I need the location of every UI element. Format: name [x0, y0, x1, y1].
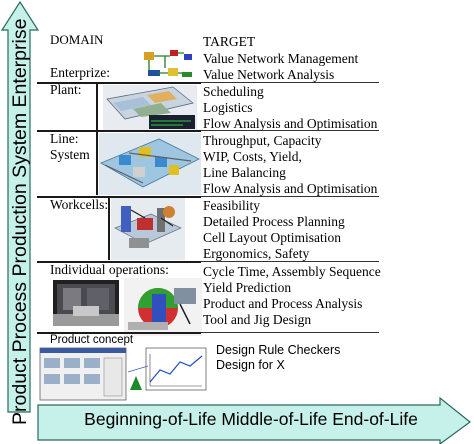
workcell-image — [111, 198, 185, 260]
vertical-divider — [108, 196, 110, 260]
separator-line — [201, 261, 379, 262]
level-line-domain-2: System — [50, 147, 90, 162]
separator-line — [37, 332, 201, 334]
level-operations-domain: Individual operations: — [50, 262, 169, 277]
enterprise-network-image — [144, 50, 192, 77]
product-concept-image — [39, 347, 207, 401]
separator-line — [201, 332, 379, 333]
level-operations-target-1: Cycle Time, Assembly Sequence — [203, 264, 381, 279]
level-workcells-target-1: Feasibility — [203, 198, 260, 213]
level-plant-domain: Plant: — [50, 82, 82, 97]
level-workcells-target-4: Ergonomics, Safety — [203, 246, 310, 261]
level-workcells-domain: Workcells: — [50, 197, 109, 212]
level-plant-target-2: Logistics — [203, 100, 253, 115]
level-line-target-2: WIP, Costs, Yield, — [203, 149, 302, 164]
level-workcells-target-2: Detailed Process Planning — [203, 214, 345, 229]
level-operations-target-4: Tool and Jig Design — [203, 312, 312, 327]
level-line-target-3: Line Balancing — [203, 165, 286, 180]
separator-line — [201, 130, 379, 131]
separator-line — [37, 82, 201, 84]
vertical-axis-arrow — [0, 0, 40, 413]
level-operations-target-2: Yield Prediction — [203, 280, 292, 295]
horizontal-axis-label: Beginning-of-Life Middle-of-Life End-of-… — [84, 409, 418, 429]
level-line-target-1: Throughput, Capacity — [203, 133, 322, 148]
level-enterprize-target-2: Value Network Analysis — [203, 67, 335, 82]
level-plant-target-1: Scheduling — [203, 84, 264, 99]
vertical-divider — [96, 82, 98, 130]
operation-cell-image — [53, 280, 119, 326]
separator-line — [37, 196, 201, 198]
level-enterprize-domain: Enterprize: — [50, 65, 110, 80]
level-enterprize-target-1: Value Network Management — [203, 51, 359, 66]
vertical-divider — [96, 130, 98, 195]
level-plant-target-3: Flow Analysis and Optimisation — [203, 116, 378, 131]
domain-header: DOMAIN — [50, 32, 104, 47]
line-system-image — [99, 133, 201, 195]
level-operations-target-3: Product and Process Analysis — [203, 296, 363, 311]
level-line-domain: Line: — [50, 131, 79, 146]
separator-line — [201, 82, 379, 83]
level-product-target-2: Design for X — [216, 358, 285, 372]
level-line-target-4: Flow Analysis and Optimisation — [203, 181, 378, 196]
separator-line — [37, 130, 201, 132]
separator-line — [37, 261, 201, 263]
target-header: TARGET — [203, 34, 256, 49]
separator-line — [201, 196, 379, 197]
level-product-target-1: Design Rule Checkers — [216, 343, 341, 357]
tool-jig-image — [124, 278, 202, 336]
plant-layout-image — [103, 85, 197, 131]
level-product-domain: Product concept — [50, 334, 134, 346]
level-workcells-target-3: Cell Layout Optimisation — [203, 230, 341, 245]
